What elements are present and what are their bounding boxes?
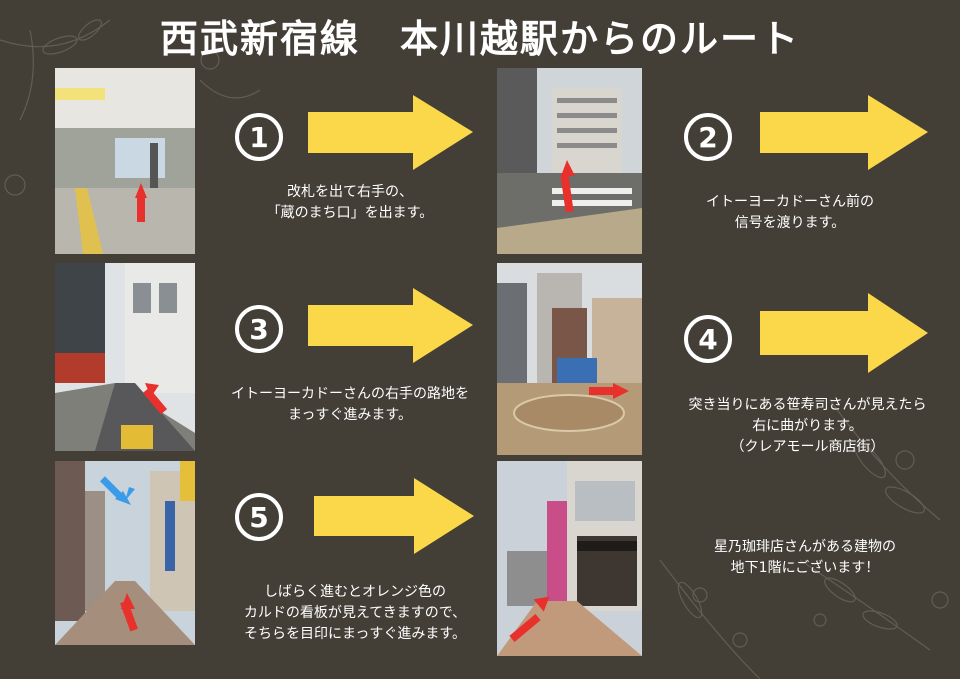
- step-2-number: 2: [684, 113, 732, 161]
- destination-caption: 星乃珈琲店さんがある建物の 地下1階にございます！: [714, 539, 896, 576]
- side-street-photo: [55, 263, 195, 451]
- step-4-caption: 突き当りにある笹寿司さんが見えたら 右に曲がります。 （クレアモール商店街）: [688, 397, 927, 455]
- step-3-number: 3: [235, 305, 283, 353]
- destination-building-photo: [497, 461, 642, 656]
- crosswalk-photo: [497, 68, 642, 254]
- shopping-street-photo: [55, 461, 195, 645]
- step-5-caption: しばらく進むとオレンジ色の カルドの看板が見えてきますので、 そちらを目印にまっ…: [243, 584, 467, 642]
- step-2-caption: イトーヨーカドーさん前の 信号を渡ります。: [706, 194, 874, 231]
- step-1-caption: 改札を出て右手の、 「蔵のまち口」を出ます。: [266, 184, 434, 221]
- step-4-number: 4: [684, 315, 732, 363]
- marker-arrow-icon: [142, 383, 168, 415]
- marker-arrow-icon: [560, 160, 575, 213]
- step-3-caption: イトーヨーカドーさんの右手の路地を まっすぐ進みます。: [231, 386, 469, 423]
- plaza-photo: [497, 263, 642, 455]
- marker-arrow-icon: [135, 183, 147, 222]
- marker-arrow-icon: [99, 476, 138, 632]
- marker-arrow-icon: [509, 596, 550, 642]
- step-1-arrow-icon: [308, 95, 473, 170]
- step-5-arrow-icon: [314, 478, 474, 554]
- step-3-arrow-icon: [308, 288, 473, 363]
- station-gate-photo: [55, 68, 195, 254]
- marker-arrow-icon: [589, 383, 629, 399]
- step-4-arrow-icon: [760, 293, 928, 373]
- page-title: 西武新宿線 本川越駅からのルート: [159, 17, 800, 61]
- step-2-arrow-icon: [760, 95, 928, 170]
- step-5-number: 5: [235, 493, 283, 541]
- step-1-number: 1: [235, 113, 283, 161]
